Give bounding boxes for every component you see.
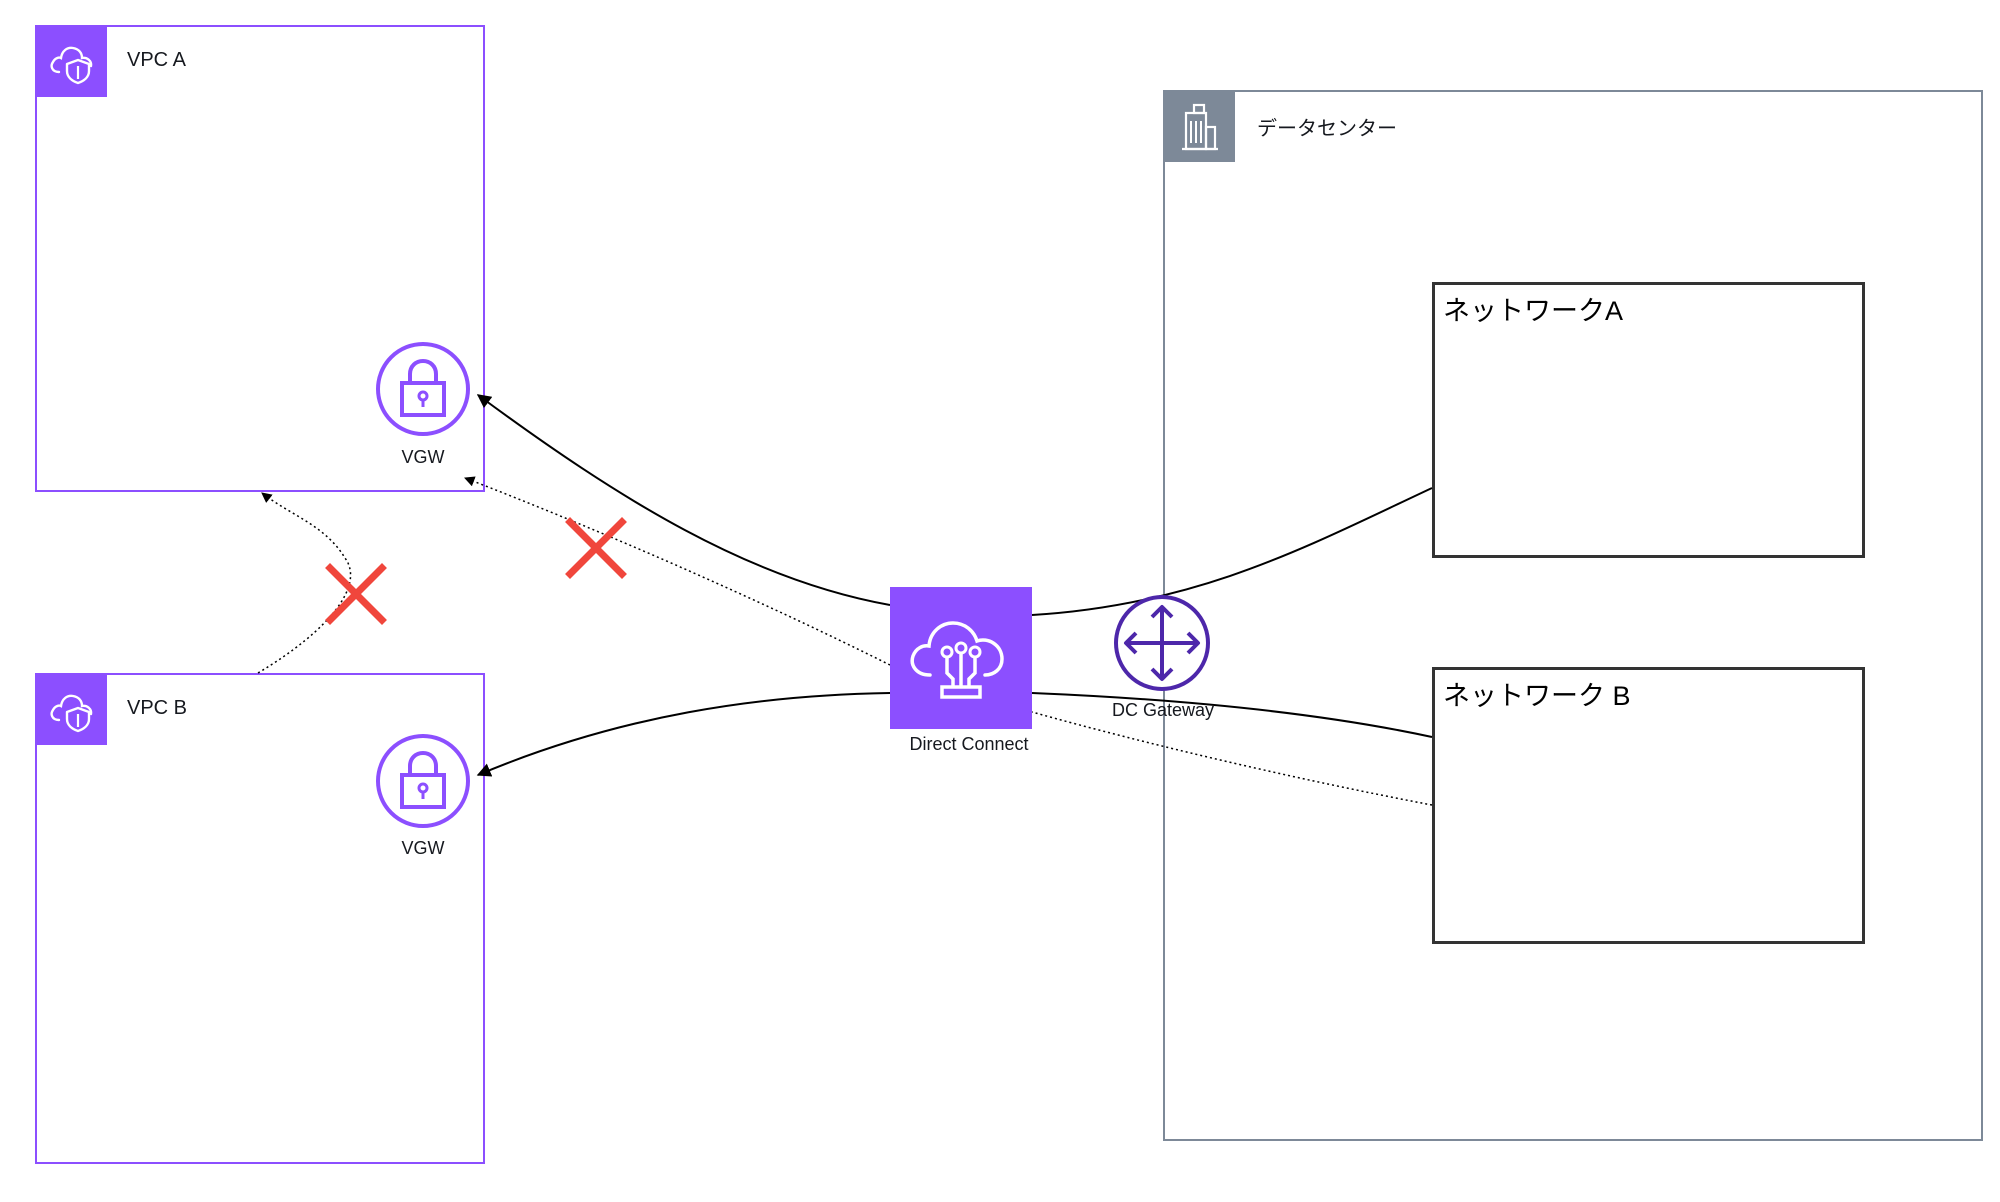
direct-connect-icon	[890, 587, 1032, 729]
connection-dx-network-a	[1031, 487, 1433, 616]
vpc-b-label: VPC B	[127, 697, 188, 719]
blocked-mark-network-b-to-vpc-a	[565, 517, 627, 579]
building-icon	[1182, 103, 1218, 151]
vpc-a-badge	[37, 27, 107, 97]
network-a-box: ネットワークA	[1432, 282, 1865, 558]
vpc-a-vgw-icon	[376, 342, 470, 436]
network-b-box: ネットワーク B	[1432, 667, 1865, 944]
datacenter-label: データセンター	[1257, 118, 1397, 140]
blocked-route-network-b-vpc-a	[1031, 711, 1433, 806]
connection-dx-network-b	[1031, 692, 1433, 738]
vpc-a-vgw-label: VGW	[401, 447, 445, 467]
network-b-label: ネットワーク B	[1443, 681, 1631, 711]
connection-dx-vpc-b	[476, 692, 891, 777]
cloud-shield-icon	[50, 694, 93, 733]
vpc-b-vgw-icon	[376, 734, 470, 828]
blocked-route-vpc-b-vpc-a	[257, 492, 352, 674]
blocked-mark-vpc-to-vpc	[325, 563, 387, 625]
vpc-b-vgw-label: VGW	[401, 838, 445, 858]
router-arrows-icon	[1114, 595, 1210, 691]
datacenter-group: データセンター	[1163, 90, 1983, 1141]
dc-gateway-label: DC Gateway	[1111, 700, 1215, 720]
network-a-label: ネットワークA	[1443, 296, 1624, 326]
vpc-a-group: VPC A	[35, 25, 485, 492]
blocked-route-dx-vpc-a	[464, 476, 891, 666]
direct-connect-label: Direct Connect	[909, 734, 1029, 754]
vpc-a-label: VPC A	[127, 49, 186, 71]
vpc-b-badge	[37, 675, 107, 745]
connection-dx-vpc-a	[476, 394, 891, 606]
cloud-shield-icon	[50, 46, 93, 85]
datacenter-badge	[1165, 92, 1235, 162]
